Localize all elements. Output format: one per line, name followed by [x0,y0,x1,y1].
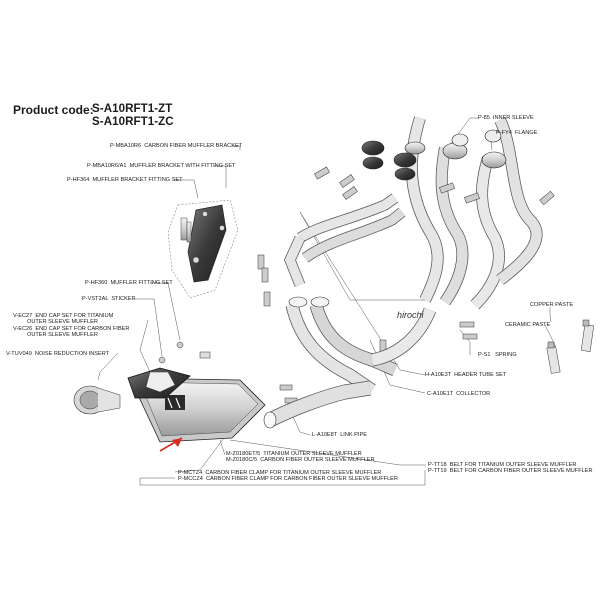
product-code-zt: S-A10RFT1-ZT [92,103,173,115]
noise-reduction-insert [73,385,121,415]
highlight-arrow [159,437,183,452]
flanges [361,129,507,181]
label-p-mba10r6-a1: P-MBA10R6/A1 MUFFLER BRACKET WITH FITTIN… [87,163,236,169]
product-code-zc: S-A10RFT1-ZC [92,116,174,128]
label-v-ec27: V-EC27 END CAP SET FOR TITANIUM OUTER SL… [13,313,114,326]
label-copper-paste: COPPER PASTE [530,302,574,308]
link-pipe [263,380,372,429]
leader-lines [97,117,557,486]
watermark: hirochi [397,310,424,320]
paste-tubes [546,319,595,374]
label-m-z0180: M-Z0180ET/5 TITANIUM OUTER SLEEVE MUFFLE… [226,451,375,464]
springs [257,166,555,404]
label-p-hf364: P-HF364 MUFFLER BRACKET FITTING SET [67,177,183,183]
end-cap-parts [158,341,211,364]
label-c-a10e1t: C-A10E1T COLLECTOR [427,391,491,397]
product-code-label: Product code: [13,103,94,117]
header-tube-set [284,116,543,310]
muffler-bracket [167,199,239,299]
muffler [127,367,266,443]
label-h-a10e3t: H-A10E3T HEADER TUBE SET [425,372,507,378]
label-p-mctz4-mccz4: P-MCTZ4 CARBON FIBER CLAMP FOR TITANIUM … [178,470,398,483]
label-p-tt18-tt19: P-TT18 BELT FOR TITANIUM OUTER SLEEVE MU… [428,462,593,475]
label-p-hf360: P-HF360 MUFFLER FITTING SET [85,280,173,286]
label-p-fy4: P-FY4 FLANGE [496,130,538,136]
label-p-s1: P-S1 SPRING [478,352,517,358]
label-p-vst2al: P-VST2AL STICKER [82,296,136,302]
label-ceramic-paste: CERAMIC PASTE [505,322,551,328]
label-l-a10e8t: L-A10E8T LINK PIPE [312,432,367,438]
label-v-tuv049: V-TUV049 NOISE REDUCTION INSERT [6,351,110,357]
label-p-85: P-85 INNER SLEEVE [478,115,534,121]
collector [285,296,437,396]
label-p-mba10r6: P-MBA10R6 CARBON FIBER MUFFLER BRACKET [110,143,243,149]
label-v-ec26: V-EC26 END CAP SET FOR CARBON FIBER OUTE… [13,326,130,339]
